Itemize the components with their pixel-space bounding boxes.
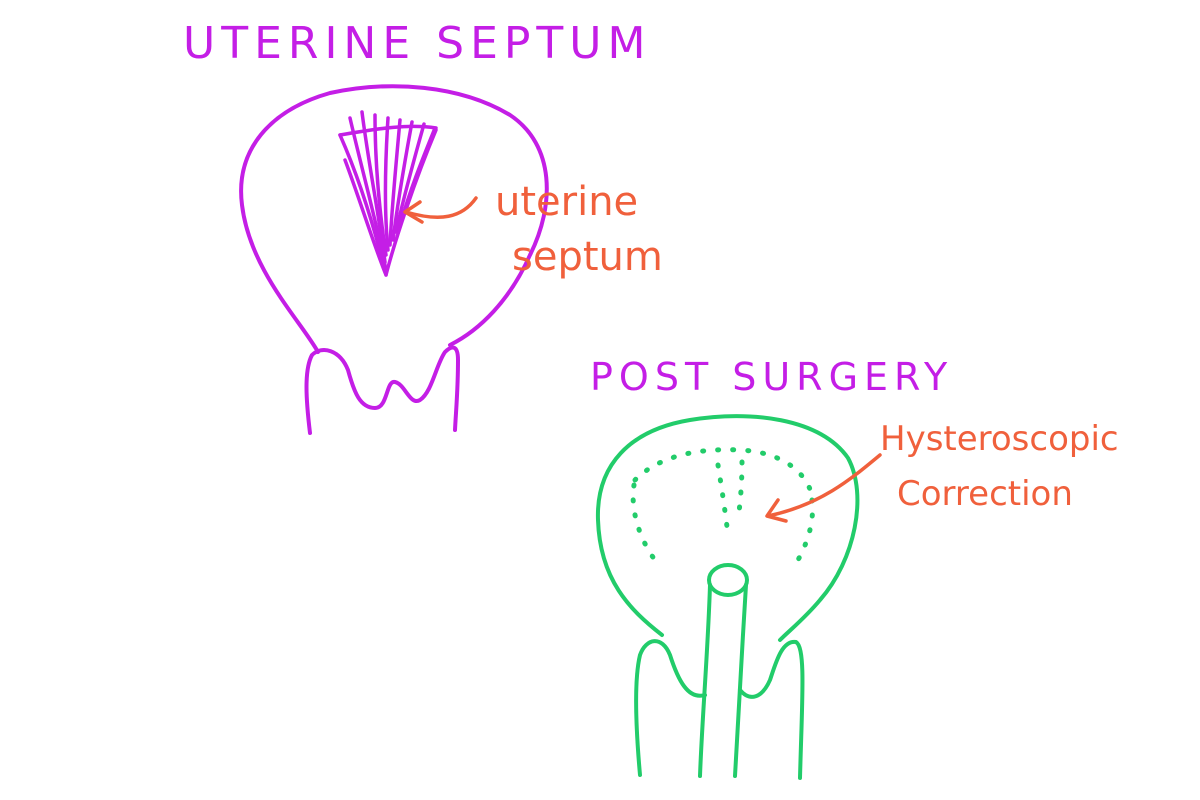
uterus-septum-drawing bbox=[239, 84, 549, 435]
label-correction: Correction bbox=[897, 474, 1073, 514]
arrow-septum bbox=[403, 196, 478, 224]
uterus-outline bbox=[239, 84, 549, 435]
arrow-correction bbox=[765, 453, 882, 523]
title-uterine-septum: UTERINE SEPTUM bbox=[183, 18, 651, 69]
dotted-resected-septum bbox=[630, 447, 816, 573]
uterus-post-surgery-drawing bbox=[595, 414, 860, 780]
uterus-outline-post bbox=[595, 414, 860, 780]
title-post-surgery: POST SURGERY bbox=[590, 355, 953, 399]
label-hysteroscopic: Hysteroscopic bbox=[880, 419, 1119, 459]
label-uterine: uterine bbox=[495, 179, 638, 225]
label-septum: septum bbox=[512, 234, 663, 280]
septum-hatching bbox=[338, 110, 438, 277]
hysteroscope bbox=[698, 563, 749, 778]
